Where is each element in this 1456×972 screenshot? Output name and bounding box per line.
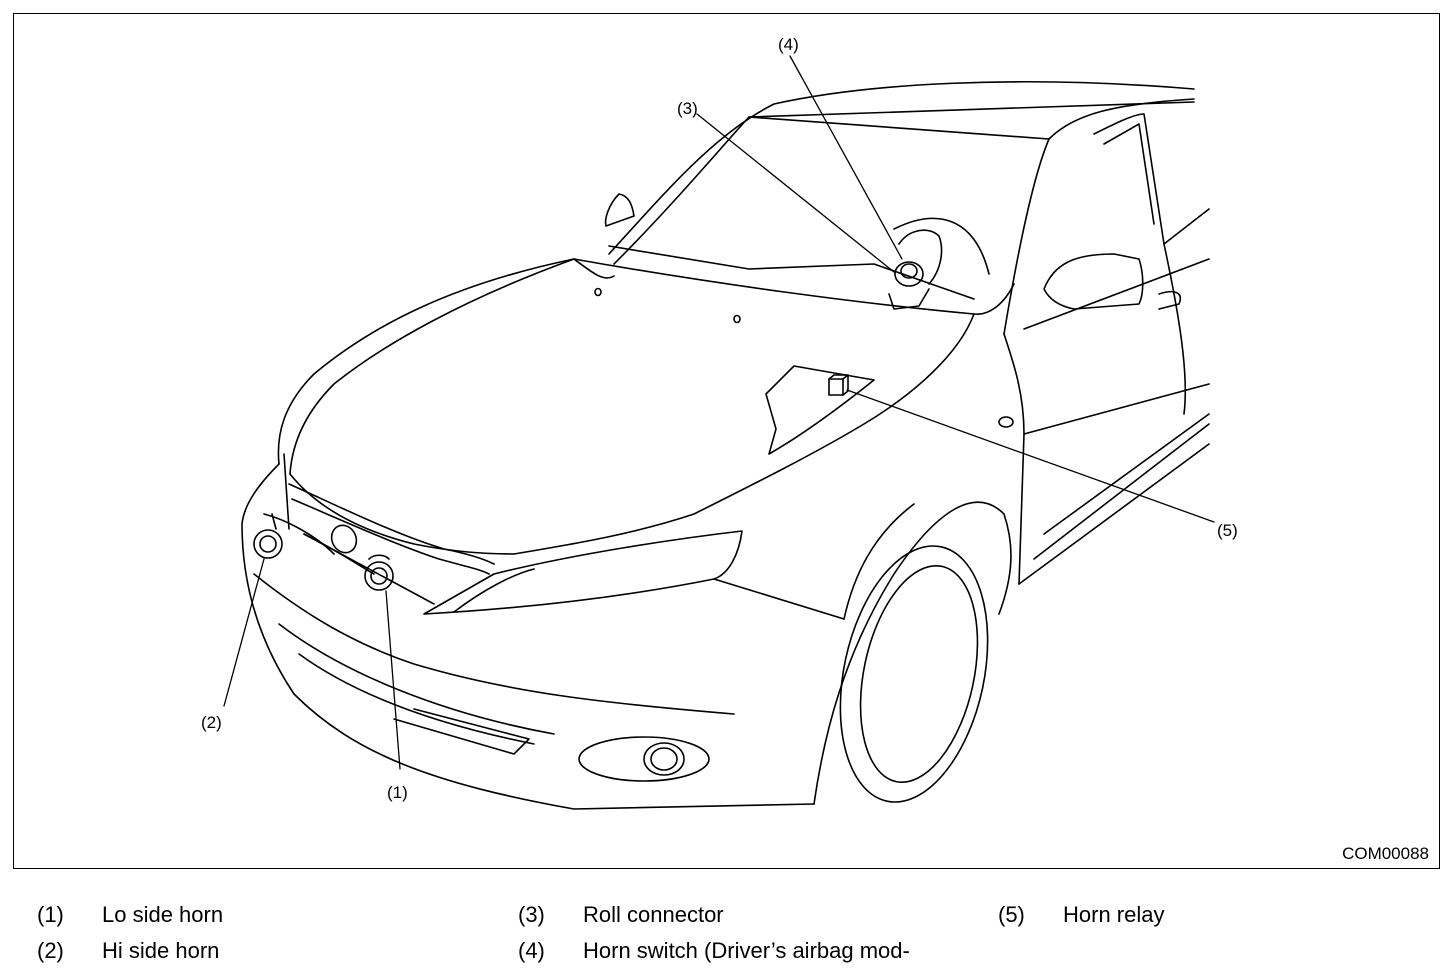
callout-5: (5) (1217, 521, 1238, 540)
steering-wheel (888, 229, 943, 310)
lo-side-horn (364, 554, 394, 591)
leader-lines (223, 55, 1215, 770)
car-line-drawing (223, 55, 1215, 810)
front-wheel (713, 501, 1012, 805)
car-roof (608, 80, 1195, 265)
legend-num: (3) (518, 902, 545, 927)
legend-text: Lo side horn (102, 902, 224, 927)
callout-1: (1) (387, 783, 408, 802)
front-bumper (241, 453, 815, 810)
headlight (423, 530, 743, 615)
callout-4: (4) (778, 35, 799, 54)
hi-side-horn (253, 513, 283, 559)
car-side (998, 113, 1210, 585)
legend-num: (1) (37, 902, 64, 927)
relay-cutaway (765, 365, 875, 455)
legend-num: (2) (37, 938, 64, 963)
legend: (1) Lo side horn (2) Hi side horn (3) Ro… (0, 896, 1456, 972)
legend-num: (5) (998, 902, 1025, 927)
windshield (573, 193, 1015, 315)
callout-3: (3) (677, 99, 698, 118)
legend-text: Roll connector (583, 902, 724, 927)
legend-text: Horn switch (Driver’s airbag mod- (583, 938, 910, 963)
fog-light (578, 736, 710, 782)
callout-2: (2) (201, 713, 222, 732)
hood (277, 258, 975, 555)
legend-text: Horn relay (1063, 902, 1165, 927)
legend-num: (4) (518, 938, 545, 963)
figure-frame: (1) (2) (3) (4) (5) COM00088 (13, 13, 1440, 869)
legend-text: Hi side horn (102, 938, 220, 963)
figure-code: COM00088 (1342, 844, 1429, 863)
